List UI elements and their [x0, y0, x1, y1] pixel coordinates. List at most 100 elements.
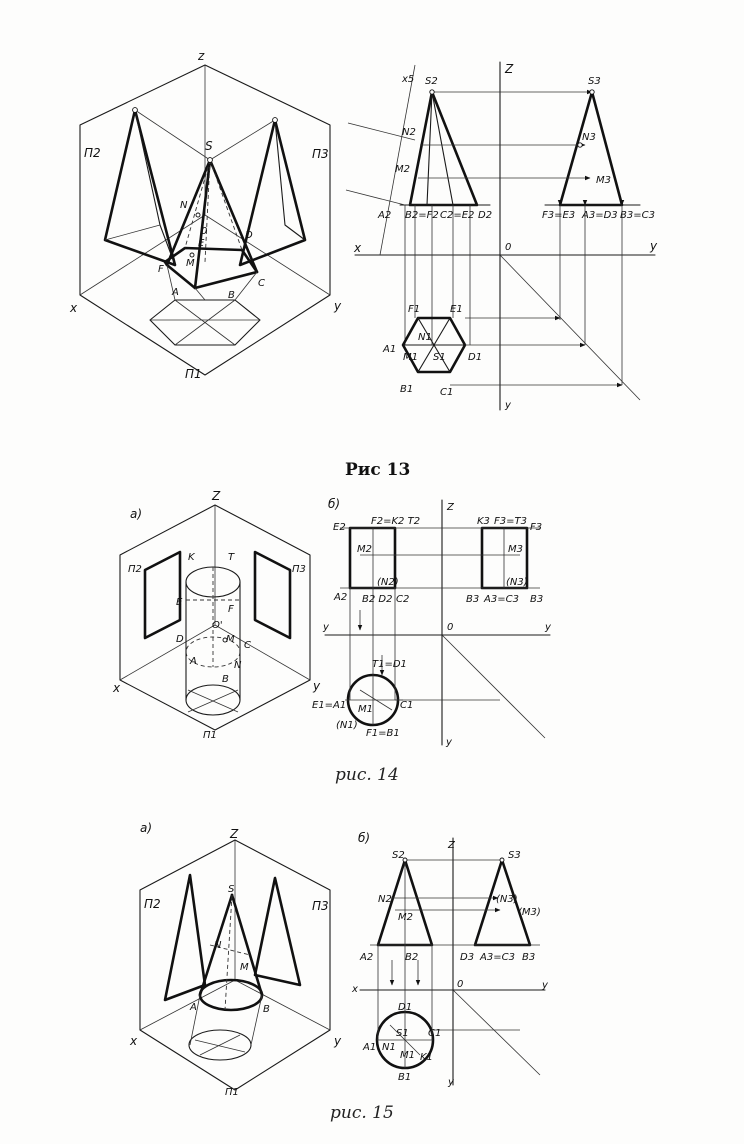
- iso14-x: x: [112, 681, 121, 695]
- fig13-isometric: [79, 64, 331, 376]
- o15-K1: K1: [420, 1052, 433, 1063]
- pt-N: N: [180, 200, 188, 211]
- o14-E2: E2: [333, 522, 346, 533]
- fig15-orthographic: [359, 837, 546, 1086]
- o14-K3: K3: [477, 516, 490, 527]
- o14-C2: C2: [396, 594, 409, 605]
- o15-x: x: [351, 984, 358, 995]
- o15-D3: D3: [460, 952, 474, 963]
- o14-T1D1: T1=D1: [372, 659, 407, 670]
- o15-o: 0: [457, 979, 463, 990]
- iso14-T: T: [228, 552, 235, 563]
- o14-E1A1: E1=A1: [312, 700, 346, 711]
- iso14-y: y: [312, 679, 321, 693]
- iso15-y: y: [333, 1034, 342, 1048]
- o14-M3: M3: [508, 544, 523, 555]
- pt-D1: D1: [468, 352, 482, 363]
- pt-C: C: [258, 278, 265, 289]
- o14-B3b: B3: [530, 594, 543, 605]
- o15-N1: N1: [382, 1042, 396, 1053]
- iso15-z: Z: [229, 827, 239, 841]
- o14-M1: M1: [358, 704, 373, 715]
- iso15-N: N: [214, 940, 222, 951]
- o15-B1: B1: [398, 1072, 411, 1083]
- o14-A3C3: A3=C3: [483, 594, 519, 605]
- iso15-B: B: [263, 1004, 270, 1015]
- o14-C1: C1: [400, 700, 413, 711]
- fig15-sub-a: а): [140, 821, 152, 835]
- iso14-O: O': [212, 620, 223, 631]
- iso15-p2: П2: [144, 897, 161, 911]
- fig14-orthographic: [324, 499, 551, 746]
- iso14-p2: П2: [128, 564, 142, 575]
- axis-y: y: [649, 239, 658, 253]
- fig14-iso-labels: Z x y П2 П3 П1 K T E F O' D M C A N B: [112, 489, 321, 741]
- pt-O: 0: [201, 226, 207, 237]
- fig13-iso-labels: z x y П2 П3 П1 S N 0 E D F M A B C: [69, 49, 342, 381]
- o14-A2: A2: [333, 592, 347, 603]
- fig15-isometric: [139, 839, 331, 1091]
- pt-M1: M1: [403, 352, 418, 363]
- o15-N3: (N3): [496, 894, 518, 905]
- fig13-ortho-labels: Z x y 0 y x5 S2 N2 M2 A2 B2=F2 C2=E2 D2 …: [353, 62, 658, 411]
- pt-E: E: [198, 238, 205, 249]
- o14-z: Z: [446, 502, 455, 513]
- pt-F1: F1: [408, 304, 420, 315]
- pt-S2: S2: [425, 76, 438, 87]
- iso14-N: N: [234, 660, 242, 671]
- pt-A: A: [171, 287, 179, 298]
- pt-N2: N2: [402, 127, 416, 138]
- axis-origin: 0: [505, 242, 511, 253]
- iso15-x: x: [129, 1034, 138, 1048]
- iso14-A: A: [189, 656, 197, 667]
- o15-A2: A2: [359, 952, 373, 963]
- fig15-sub-b: б): [358, 831, 370, 845]
- o15-S2: S2: [392, 850, 405, 861]
- pt-C1: C1: [440, 387, 453, 398]
- fig15-ortho-labels: Z x y 0 y S2 N2 M2 A2 B2 S3 (N3) (M3) D3…: [351, 840, 549, 1088]
- axis-x5: x5: [401, 74, 414, 85]
- fig14-isometric: [119, 504, 311, 731]
- o15-N2: N2: [378, 894, 392, 905]
- pt-B2F2: B2=F2: [405, 210, 439, 221]
- plane-p2: П2: [84, 146, 101, 160]
- pt-N3: N3: [582, 132, 596, 143]
- iso14-C: C: [244, 640, 251, 651]
- o14-N1: (N1): [336, 720, 358, 731]
- pt-B: B: [228, 290, 235, 301]
- o15-S3: S3: [508, 850, 521, 861]
- o15-C1: C1: [428, 1028, 441, 1039]
- iso14-B: B: [222, 674, 229, 685]
- iso15-S: S: [228, 884, 235, 895]
- o15-M3: (M3): [518, 907, 541, 918]
- iso-axis-y: y: [333, 299, 342, 313]
- fig14-caption: рис. 14: [335, 765, 399, 785]
- o14-F3b: F3: [530, 522, 542, 533]
- pt-E1: E1: [450, 304, 463, 315]
- o15-B2: B2: [405, 952, 418, 963]
- o14-F3T3: F3=T3: [494, 516, 527, 527]
- pt-A3D3: A3=D3: [581, 210, 618, 221]
- fig15-caption: рис. 15: [330, 1103, 394, 1123]
- pt-D2: D2: [478, 210, 492, 221]
- o14-N3: (N3): [506, 577, 528, 588]
- o14-y1: y: [322, 622, 330, 633]
- pt-F: F: [158, 264, 164, 275]
- o14-origin: 0: [447, 622, 453, 633]
- fig14-ortho-labels: Z 0 y y y E2 F2=K2 T2 K3 F3=T3 F3 M2 M3 …: [312, 502, 552, 748]
- pt-B3C3: B3=C3: [620, 210, 655, 221]
- pt-S3: S3: [588, 76, 601, 87]
- iso14-p3: П3: [292, 564, 306, 575]
- axis-y-bottom: y: [504, 400, 512, 411]
- o14-M2: M2: [357, 544, 372, 555]
- o15-D1: D1: [398, 1002, 412, 1013]
- fig13-caption: Рис 13: [345, 460, 410, 480]
- pt-B1: B1: [400, 384, 413, 395]
- o14-F1B1: F1=B1: [366, 728, 400, 739]
- axis-Z: Z: [504, 62, 514, 76]
- fig14-sub-a: а): [130, 507, 142, 521]
- iso14-M: M: [226, 634, 235, 645]
- iso15-p1: П1: [225, 1087, 239, 1098]
- pt-A2: A2: [377, 210, 391, 221]
